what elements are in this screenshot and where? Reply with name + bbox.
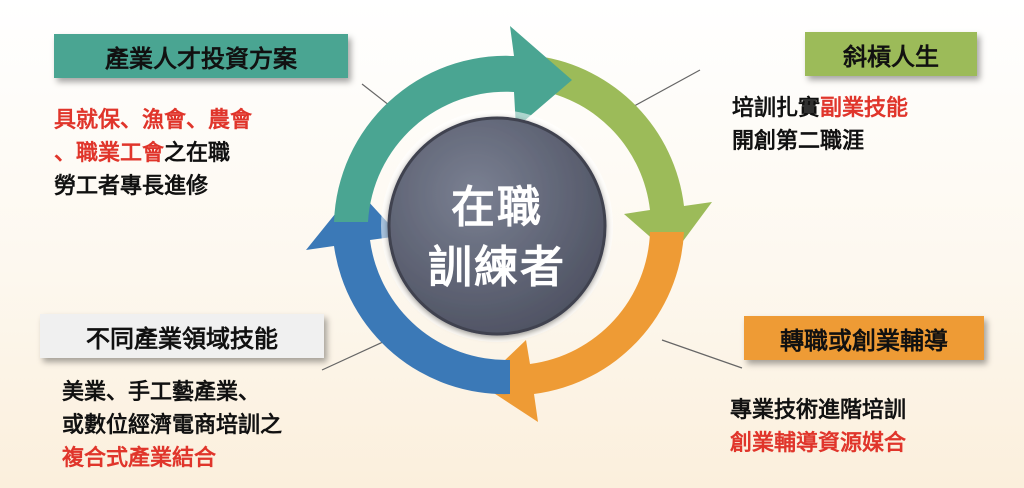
center-label: 在職 訓練者 [412,178,582,298]
title-career-change-startup: 轉職或創業輔導 [744,316,984,360]
desc-text: 或數位經濟電商培訓之 [62,413,283,438]
highlight-text: 副業技能 [820,96,909,121]
highlight-text: 複合式產業結合 [62,446,217,471]
desc-text: 美業、手工藝產業、 [62,380,261,405]
highlight-text: 創業輔導資源媒合 [730,431,907,456]
desc-line: 專業技術進階培訓 [730,394,1000,427]
cycle-arrow-teal [334,26,572,222]
desc-line: 培訓扎實副業技能 [732,92,992,125]
desc-line: 或數位經濟電商培訓之 [62,409,362,442]
desc-line: 開創第二職涯 [732,125,992,158]
desc-industry-talent-program: 具就保、漁會、農會 、職業工會之在職 勞工者專長進修 [54,104,354,203]
desc-text: 勞工者專長進修 [54,174,209,199]
desc-career-change-startup: 專業技術進階培訓 創業輔導資源媒合 [730,394,1000,460]
desc-text: 開創第二職涯 [732,129,865,154]
desc-slash-career: 培訓扎實副業技能 開創第二職涯 [732,92,992,158]
center-hub [387,116,607,336]
desc-line: 勞工者專長進修 [54,170,354,203]
cycle-arrow-blue [306,188,510,395]
cycle-arrow-green [538,56,712,256]
title-slash-career: 斜槓人生 [805,32,977,76]
center-label-line2: 訓練者 [428,242,566,293]
desc-text: 專業技術進階培訓 [730,398,907,423]
cycle-arrow-orange [480,232,684,422]
highlight-text: 具就保、漁會、農會 [54,108,253,133]
desc-line: 、職業工會之在職 [54,137,354,170]
desc-line: 複合式產業結合 [62,442,362,475]
leader-line-bottom-right [661,339,743,369]
title-cross-industry-skills: 不同產業領域技能 [40,314,324,358]
desc-text: 之在職 [164,141,231,166]
highlight-text: 、職業工會 [54,141,165,166]
title-industry-talent-program: 產業人才投資方案 [54,34,348,78]
desc-line: 創業輔導資源媒合 [730,427,1000,460]
desc-line: 美業、手工藝產業、 [62,376,362,409]
desc-line: 具就保、漁會、農會 [54,104,354,137]
desc-cross-industry-skills: 美業、手工藝產業、 或數位經濟電商培訓之 複合式產業結合 [62,376,362,475]
center-label-line1: 在職 [451,182,543,233]
desc-text: 培訓扎實 [732,96,821,121]
